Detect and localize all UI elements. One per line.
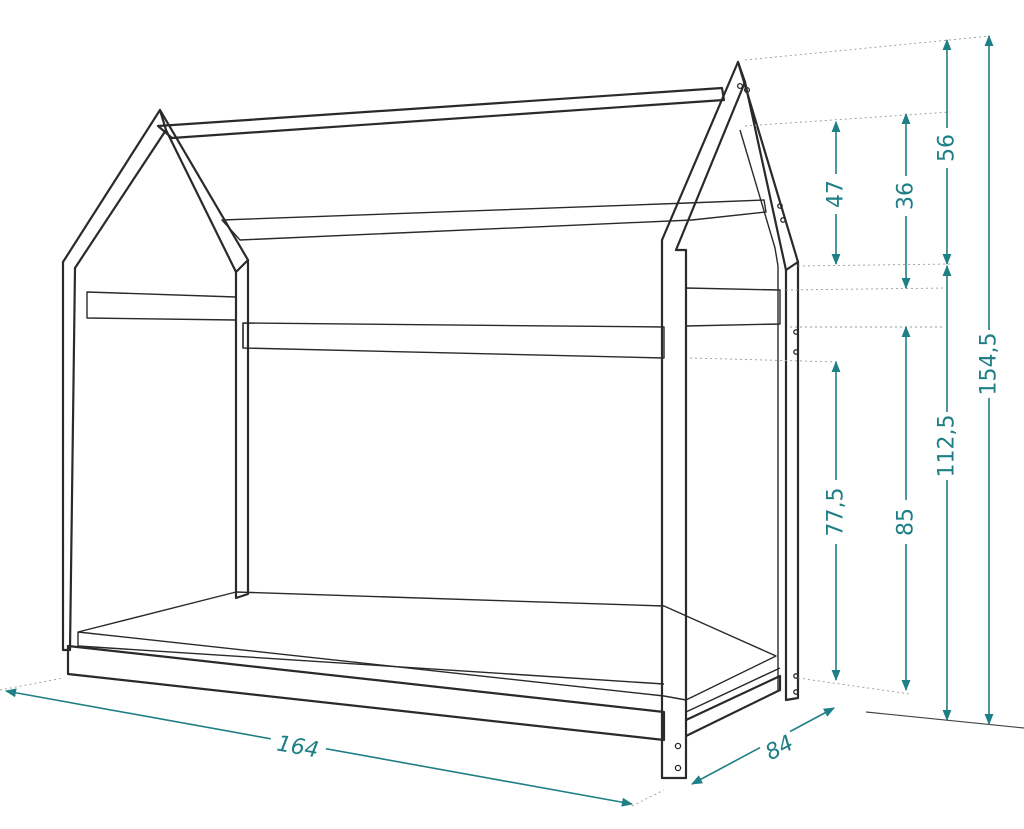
label-total-height: 154,5 [977, 333, 1002, 396]
label-depth: 84 [761, 731, 797, 766]
front-gable [660, 60, 800, 780]
label-wall-height: 112,5 [935, 415, 960, 478]
back-gable [61, 108, 250, 652]
label-side-rail-height: 77,5 [824, 488, 849, 537]
dimension-lines [4, 34, 994, 807]
mattress [77, 591, 777, 701]
label-roof-height-rear: 36 [894, 182, 919, 210]
label-roof-height-front: 47 [824, 180, 849, 208]
label-roof-top-gap: 56 [935, 134, 960, 162]
base-side-rail [66, 644, 782, 742]
rear-roof-rail [221, 199, 767, 241]
ridge-bar [156, 86, 726, 140]
rear-wall-rail [242, 322, 665, 359]
extension-lines [0, 35, 1024, 807]
house-bed-frame [61, 60, 800, 780]
dimension-labels: 164 84 56 47 36 77,5 85 112,5 154,5 [268, 128, 1002, 766]
label-rear-rail-height: 85 [894, 508, 919, 536]
